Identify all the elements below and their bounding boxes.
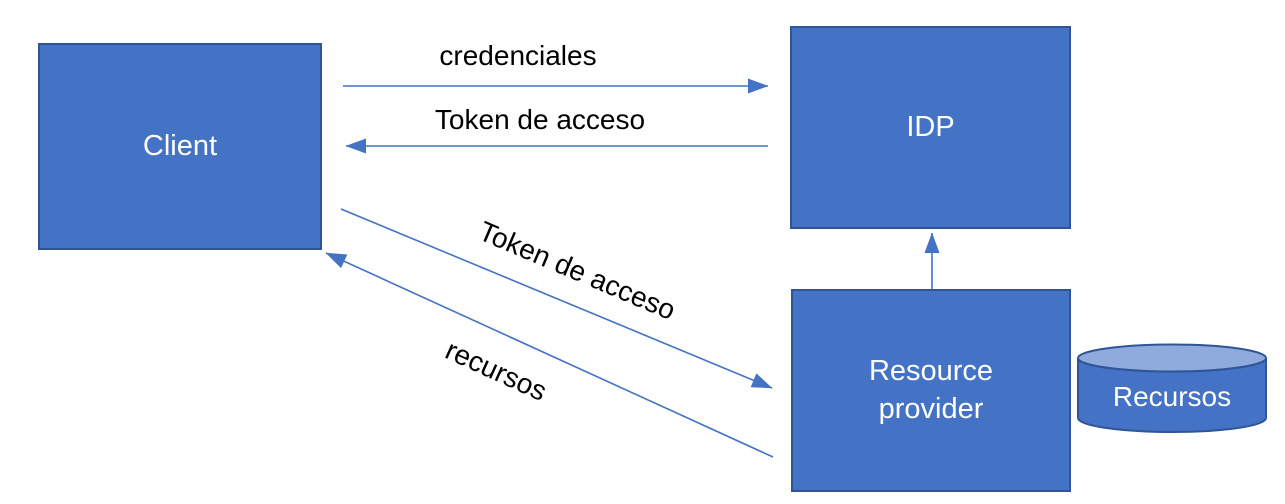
node-idp-label: IDP (906, 111, 955, 143)
edge-label-credenciales: credenciales (439, 40, 597, 71)
node-idp: IDP (790, 26, 1071, 229)
node-client: Client (38, 43, 322, 250)
node-client-label: Client (142, 130, 218, 162)
arrow-recursos-to-client (325, 252, 774, 458)
cylinder-top (1077, 343, 1267, 373)
edge-label-token-to-client: Token de acceso (434, 104, 646, 135)
recursos-cylinder (1077, 343, 1267, 433)
recursos-cylinder-label: Recursos (1112, 381, 1232, 412)
node-resource-provider: Resource provider (791, 289, 1071, 492)
arrow-token-to-provider (340, 208, 773, 389)
node-resource-provider-label: Resource provider (868, 354, 994, 425)
